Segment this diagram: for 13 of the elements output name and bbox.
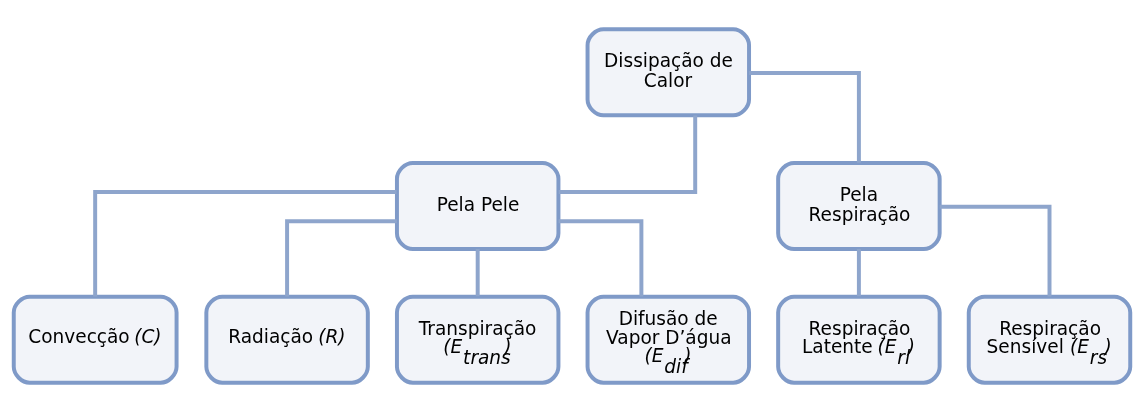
node-box: Pela Respiração — [776, 161, 942, 251]
node-box: Dissipação de Calor — [585, 27, 752, 118]
connector — [856, 249, 861, 297]
connector — [285, 219, 397, 297]
connector — [475, 249, 480, 297]
node-box: Radiação (R) — [204, 294, 370, 385]
connector — [558, 219, 644, 297]
connector — [93, 190, 397, 297]
connector — [558, 115, 698, 195]
node-box: Convecção (C) — [11, 294, 179, 385]
node-box: Pela Pele — [394, 161, 561, 251]
connector — [749, 71, 861, 163]
connector — [939, 204, 1052, 297]
